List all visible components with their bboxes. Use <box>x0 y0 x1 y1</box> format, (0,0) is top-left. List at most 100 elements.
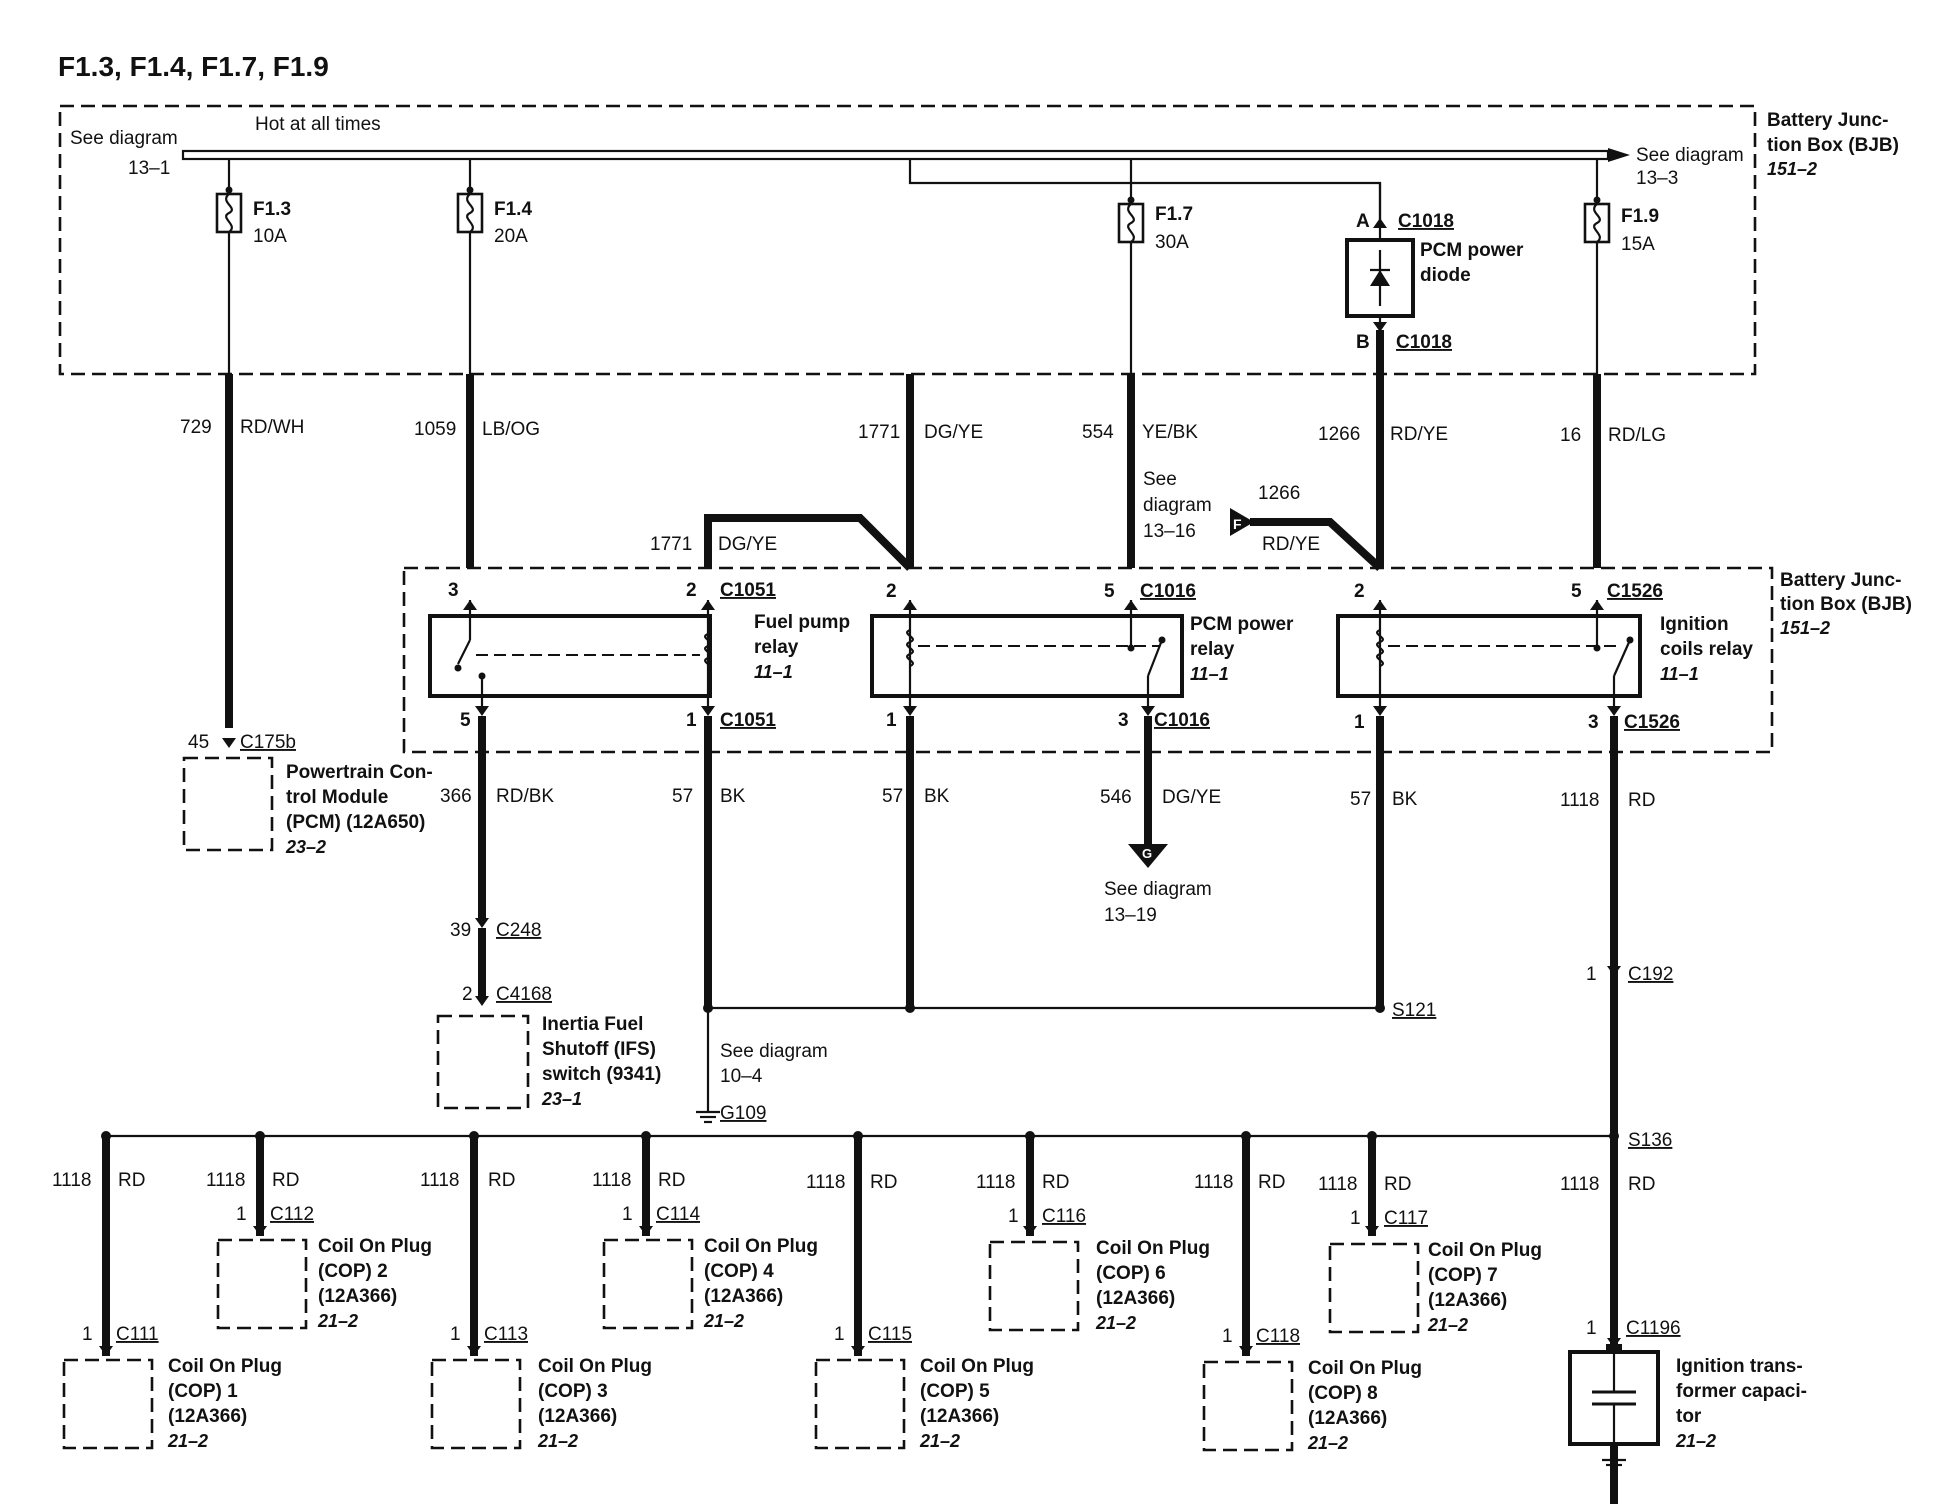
wire-546-color: DG/YE <box>1162 787 1221 808</box>
wire-57c-color: BK <box>1392 789 1418 810</box>
jumper-right-color: RD/YE <box>1262 534 1320 555</box>
relay-conn-top: C1051 <box>720 580 776 601</box>
pcm-ref: 23–2 <box>285 837 326 857</box>
wire-57b-circuit: 57 <box>882 786 903 807</box>
wire-1771-color: DG/YE <box>924 422 983 443</box>
coils-4-name-1-label: (COP) 5 <box>920 1381 990 1402</box>
connector-f-tag-label: F <box>1233 516 1242 532</box>
fuse-rating: 10A <box>253 226 287 247</box>
relay-pin: 2 <box>1354 581 1365 602</box>
fuse-leads <box>227 159 1599 374</box>
coils-4-name-2-label: (12A366) <box>920 1406 999 1427</box>
ifs-name-3: switch (9341) <box>542 1064 661 1085</box>
relay-conn-top: C1016 <box>1140 581 1196 602</box>
capacitor-name-1-label: former capaci- <box>1676 1381 1807 1402</box>
ifs-pin: 2 <box>462 984 473 1005</box>
coils-3-name-1-label: (COP) 4 <box>704 1261 774 1282</box>
diode-conn-a: C1018 <box>1398 211 1454 232</box>
diode-pin-a: A <box>1356 211 1370 232</box>
bjb-mid-label-1: Battery Junc- <box>1780 570 1901 591</box>
relay-pin: 3 <box>1118 710 1129 731</box>
bus-ref-right-1: See diagram <box>1636 145 1744 166</box>
wire-16-color: RD/LG <box>1608 425 1666 446</box>
see-g-ref-2: 13–19 <box>1104 905 1157 926</box>
coils-5-name-2-label: (12A366) <box>1096 1288 1175 1309</box>
diode-pin-b: B <box>1356 332 1370 353</box>
bjb-mid-box <box>402 566 1774 754</box>
coils-5-name-1-label: (COP) 6 <box>1096 1263 1166 1284</box>
wire-366-circuit: 366 <box>440 786 472 807</box>
ignition-capacitor: 1118 RD 1 C1196 Ignition trans- former c… <box>1560 1174 1807 1472</box>
wire-16-circuit: 16 <box>1560 425 1581 446</box>
coils-7-pin-label: 1 <box>1222 1326 1233 1347</box>
relay-ref: 11–1 <box>1660 664 1699 684</box>
fuse-f1-3: F1.3 10A <box>215 186 291 247</box>
relay-pin: 1 <box>886 710 897 731</box>
wire-57a-circuit: 57 <box>672 786 693 807</box>
capacitor-name-2-label: tor <box>1676 1406 1702 1427</box>
page-title: F1.3, F1.4, F1.7, F1.9 <box>58 51 329 82</box>
coils-0-name-1-label: (COP) 1 <box>168 1381 238 1402</box>
coils-4-ref-label: 21–2 <box>919 1431 960 1451</box>
coils-4-color-label: RD <box>870 1172 897 1193</box>
wire-1266-circuit: 1266 <box>1318 424 1360 445</box>
pcm-power-diode: A C1018 PCM power diode B C1018 <box>1345 183 1524 353</box>
capacitor-ref-label: 21–2 <box>1675 1431 1716 1451</box>
s136-label: S136 <box>1628 1130 1672 1151</box>
capacitor-color-label: RD <box>1628 1174 1655 1195</box>
diode-conn-b: C1018 <box>1396 332 1452 353</box>
coils-6-circuit-label: 1118 <box>1318 1174 1357 1195</box>
bjb-top-label-2: tion Box (BJB) <box>1767 135 1899 156</box>
coils-2-pin-label: 1 <box>450 1324 461 1345</box>
connector-f-tag <box>1230 508 1254 536</box>
relay-conn-bottom: C1051 <box>720 710 776 731</box>
pcm-name-3: (PCM) (12A650) <box>286 812 425 833</box>
bjb-mid-ref: 151–2 <box>1780 618 1830 638</box>
relay-pin: 5 <box>1571 581 1582 602</box>
pcm-pin: 45 <box>188 732 209 753</box>
pcm-conn: C175b <box>240 732 296 753</box>
jumper-right-ref-2: diagram <box>1143 495 1212 516</box>
coils-2-name-1-label: (COP) 3 <box>538 1381 608 1402</box>
coils-6-color-label: RD <box>1384 1174 1411 1195</box>
fuse-rating: 30A <box>1155 232 1189 253</box>
pcm-module: 45 C175b Powertrain Con- trol Module (PC… <box>182 732 433 857</box>
wire-1266-color: RD/YE <box>1390 424 1448 445</box>
ground-ref-1: See diagram <box>720 1041 828 1062</box>
coils-4-pin-label: 1 <box>834 1324 845 1345</box>
ifs-name-2: Shutoff (IFS) <box>542 1039 656 1060</box>
relay-conn-bottom: C1526 <box>1624 712 1680 733</box>
upper-wires <box>225 330 1601 728</box>
c192-pin: 1 <box>1586 964 1597 985</box>
fuse-id: F1.7 <box>1155 204 1193 225</box>
coils-2-ref-label: 21–2 <box>537 1431 578 1451</box>
coils-1-name-1-label: (COP) 2 <box>318 1261 388 1282</box>
coils-7-name-2-label: (12A366) <box>1308 1408 1387 1429</box>
wire-729-color: RD/WH <box>240 417 304 438</box>
coils-7-circuit-label: 1118 <box>1194 1172 1233 1193</box>
coils-2-conn-label: C113 <box>484 1324 528 1345</box>
ifs-conn: C4168 <box>496 984 552 1005</box>
bus-ref-left-1: See diagram <box>70 128 178 149</box>
fuse-f1-4: F1.4 20A <box>456 186 532 247</box>
relay-name-1: Fuel pump <box>754 612 850 633</box>
c248-pin: 39 <box>450 920 471 941</box>
wire-554-color: YE/BK <box>1142 422 1198 443</box>
coils-3-name-0-label: Coil On Plug <box>704 1236 818 1257</box>
coils-5-color-label: RD <box>1042 1172 1069 1193</box>
coils-4-conn-label: C115 <box>868 1324 912 1345</box>
coils-7-name-0-label: Coil On Plug <box>1308 1358 1422 1379</box>
coils-0-ref-label: 21–2 <box>167 1431 208 1451</box>
coils-5-ref-label: 21–2 <box>1095 1313 1136 1333</box>
bus-ref-right-2: 13–3 <box>1636 168 1678 189</box>
coils-3-color-label: RD <box>658 1170 685 1191</box>
coil-junctions <box>101 1131 1377 1141</box>
coils-5-pin-label: 1 <box>1008 1206 1019 1227</box>
c192-conn: C192 <box>1628 964 1673 985</box>
relay-ref: 11–1 <box>1190 664 1229 684</box>
coils-1-name-2-label: (12A366) <box>318 1286 397 1307</box>
coils-3-circuit-label: 1118 <box>592 1170 631 1191</box>
